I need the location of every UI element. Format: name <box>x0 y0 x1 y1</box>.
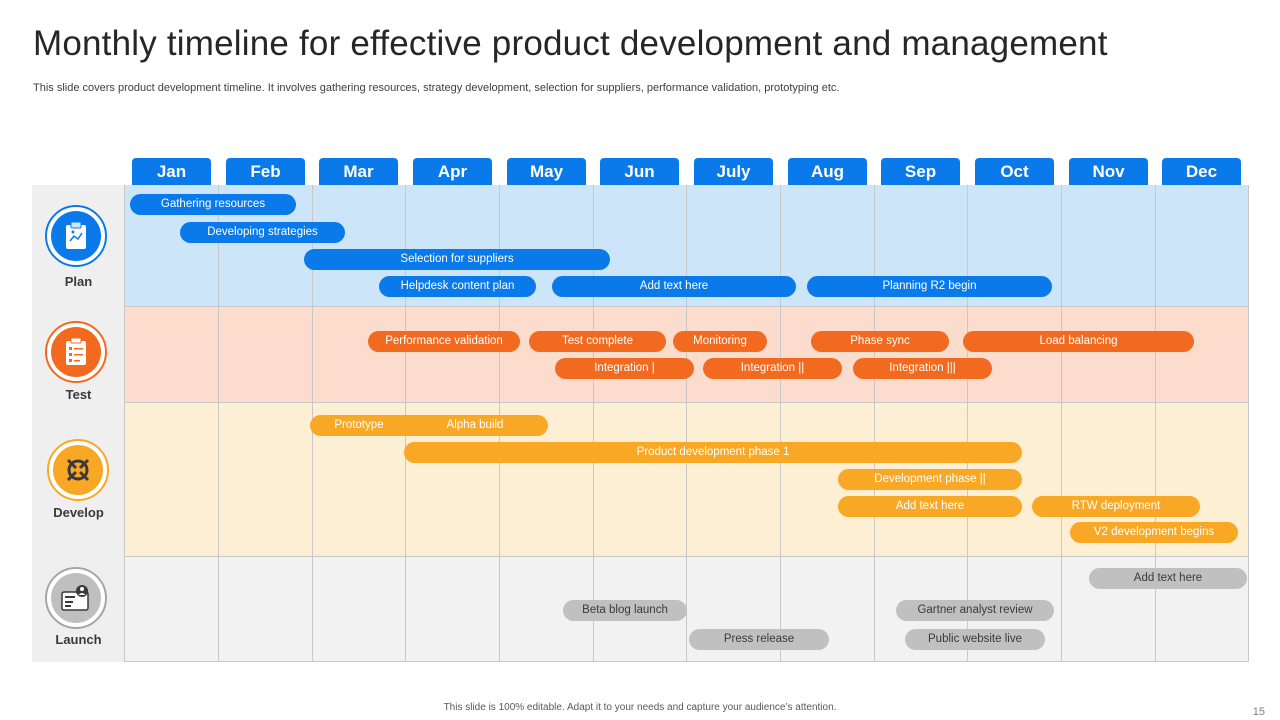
grid-line <box>1155 185 1156 662</box>
grid-line <box>124 185 125 662</box>
task-bar: RTW deployment <box>1032 496 1200 517</box>
task-bar: Phase sync <box>811 331 949 352</box>
month-header-jan: Jan <box>132 158 211 185</box>
task-bar: Product development phase 1 <box>404 442 1022 463</box>
task-bar: Planning R2 begin <box>807 276 1052 297</box>
task-bar: Gathering resources <box>130 194 296 215</box>
month-header-aug: Aug <box>788 158 867 185</box>
clipboard-plan-icon <box>66 221 86 249</box>
grid-line <box>874 185 875 662</box>
plan-label: Plan <box>64 274 93 289</box>
task-bar: Helpdesk content plan <box>379 276 536 297</box>
develop-phase-icon <box>47 439 109 501</box>
checklist-test-icon <box>66 337 86 365</box>
plan-phase-icon <box>45 205 107 267</box>
month-header-feb: Feb <box>226 158 305 185</box>
grid-line <box>1248 185 1249 662</box>
launch-phase-icon <box>45 567 107 629</box>
grid-line <box>967 185 968 662</box>
footer-note: This slide is 100% editable. Adapt it to… <box>443 702 837 713</box>
month-header-nov: Nov <box>1069 158 1148 185</box>
task-bar: Integration ||| <box>853 358 992 379</box>
task-bar: Prototype Alpha build <box>310 415 548 436</box>
month-header-apr: Apr <box>413 158 492 185</box>
grid-line <box>593 185 594 662</box>
grid-line <box>124 402 1249 403</box>
month-header-july: July <box>694 158 773 185</box>
grid-line <box>124 306 1249 307</box>
page-subtitle: This slide covers product development ti… <box>33 82 840 94</box>
grid-line <box>686 185 687 662</box>
task-label: Alpha build <box>446 419 504 431</box>
launch-profile-icon <box>61 585 89 611</box>
task-bar: Gartner analyst review <box>896 600 1054 621</box>
month-header-sep: Sep <box>881 158 960 185</box>
task-bar: V2 development begins <box>1070 522 1238 543</box>
task-bar: Selection for suppliers <box>304 249 610 270</box>
task-bar: Developing strategies <box>180 222 345 243</box>
grid-line <box>124 556 1249 557</box>
month-header-oct: Oct <box>975 158 1054 185</box>
task-bar: Public website live <box>905 629 1045 650</box>
task-bar: Load balancing <box>963 331 1194 352</box>
task-bar: Monitoring <box>673 331 767 352</box>
task-bar: Add text here <box>1089 568 1247 589</box>
task-bar: Integration | <box>555 358 694 379</box>
month-header-jun: Jun <box>600 158 679 185</box>
task-bar: Add text here <box>838 496 1022 517</box>
task-bar: Press release <box>689 629 829 650</box>
grid-line <box>1061 185 1062 662</box>
month-header-mar: Mar <box>319 158 398 185</box>
task-bar: Add text here <box>552 276 796 297</box>
task-bar: Integration || <box>703 358 842 379</box>
task-label: Prototype <box>334 419 384 431</box>
task-bar: Beta blog launch <box>563 600 687 621</box>
page-number: 15 <box>1252 706 1265 718</box>
grid-line <box>218 185 219 662</box>
grid-line <box>124 661 1249 662</box>
task-bar: Performance validation <box>368 331 520 352</box>
tools-develop-icon <box>66 458 90 482</box>
task-bar: Test complete <box>529 331 666 352</box>
test-phase-icon <box>45 321 107 383</box>
page-title: Monthly timeline for effective product d… <box>33 24 1108 63</box>
launch-label: Launch <box>55 632 102 647</box>
test-label: Test <box>65 387 92 402</box>
month-header-may: May <box>507 158 586 185</box>
task-bar: Development phase || <box>838 469 1022 490</box>
develop-label: Develop <box>53 505 104 520</box>
grid-line <box>780 185 781 662</box>
month-header-dec: Dec <box>1162 158 1241 185</box>
